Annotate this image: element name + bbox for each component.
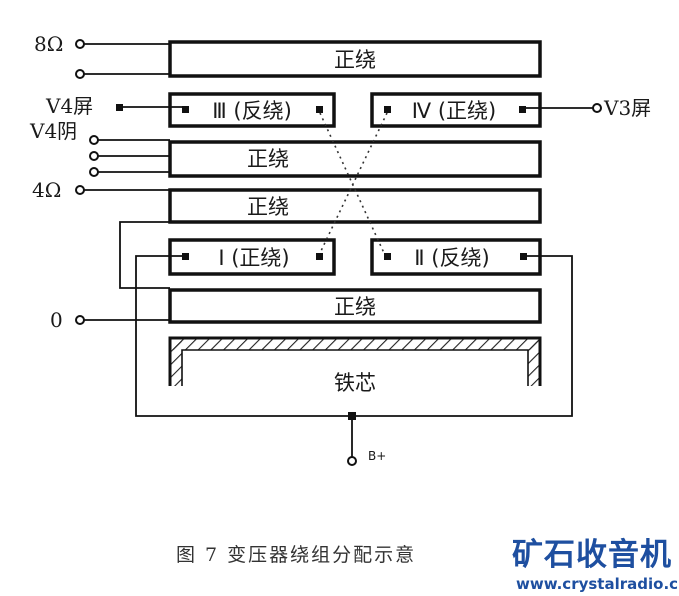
terminal-nodes — [75, 39, 602, 466]
winding-i-label: Ⅰ (正绕) — [218, 246, 289, 270]
winding-iii-label: Ⅲ (反绕) — [212, 99, 292, 123]
iron-core-label: 铁芯 — [334, 371, 376, 395]
terminal-0-label: 0 — [50, 308, 63, 332]
v4-screen-node — [116, 104, 123, 111]
winding-iv: Ⅳ (正绕) — [370, 92, 542, 128]
winding-6: 正绕 — [168, 288, 542, 324]
winding-ii: Ⅱ (反绕) — [370, 238, 542, 276]
iron-core: 铁芯 — [168, 336, 542, 395]
winding-i: Ⅰ (正绕) — [168, 238, 336, 276]
watermark-logo: 矿石收音机 — [512, 537, 672, 573]
winding-ii-label: Ⅱ (反绕) — [414, 246, 489, 270]
winding-4: 正绕 — [168, 188, 542, 224]
winding-1: 正绕 — [168, 40, 542, 78]
winding-iii: Ⅲ (反绕) — [168, 92, 336, 128]
winding-1-label: 正绕 — [334, 48, 376, 72]
figure-caption: 图 7 变压器绕组分配示意 — [176, 544, 416, 566]
terminal-4ohm-label: 4Ω — [32, 178, 61, 202]
winding-6-label: 正绕 — [334, 295, 376, 319]
crossover-connections — [319, 112, 388, 254]
terminal-v4-screen-label: V4屏 — [45, 94, 93, 118]
terminal-v3-screen-label: V3屏 — [603, 96, 651, 120]
terminal-v4-cathode-label: V4阴 — [29, 119, 77, 143]
watermark-url: www.crystalradio.cn — [516, 575, 679, 593]
terminal-8ohm-label: 8Ω — [34, 32, 63, 56]
terminal-bplus-label: B+ — [368, 449, 386, 463]
winding-3: 正绕 — [168, 140, 542, 178]
winding-iv-label: Ⅳ (正绕) — [412, 99, 496, 123]
winding-4-label: 正绕 — [247, 195, 289, 219]
winding-3-label: 正绕 — [247, 147, 289, 171]
bplus-junction — [348, 412, 356, 420]
